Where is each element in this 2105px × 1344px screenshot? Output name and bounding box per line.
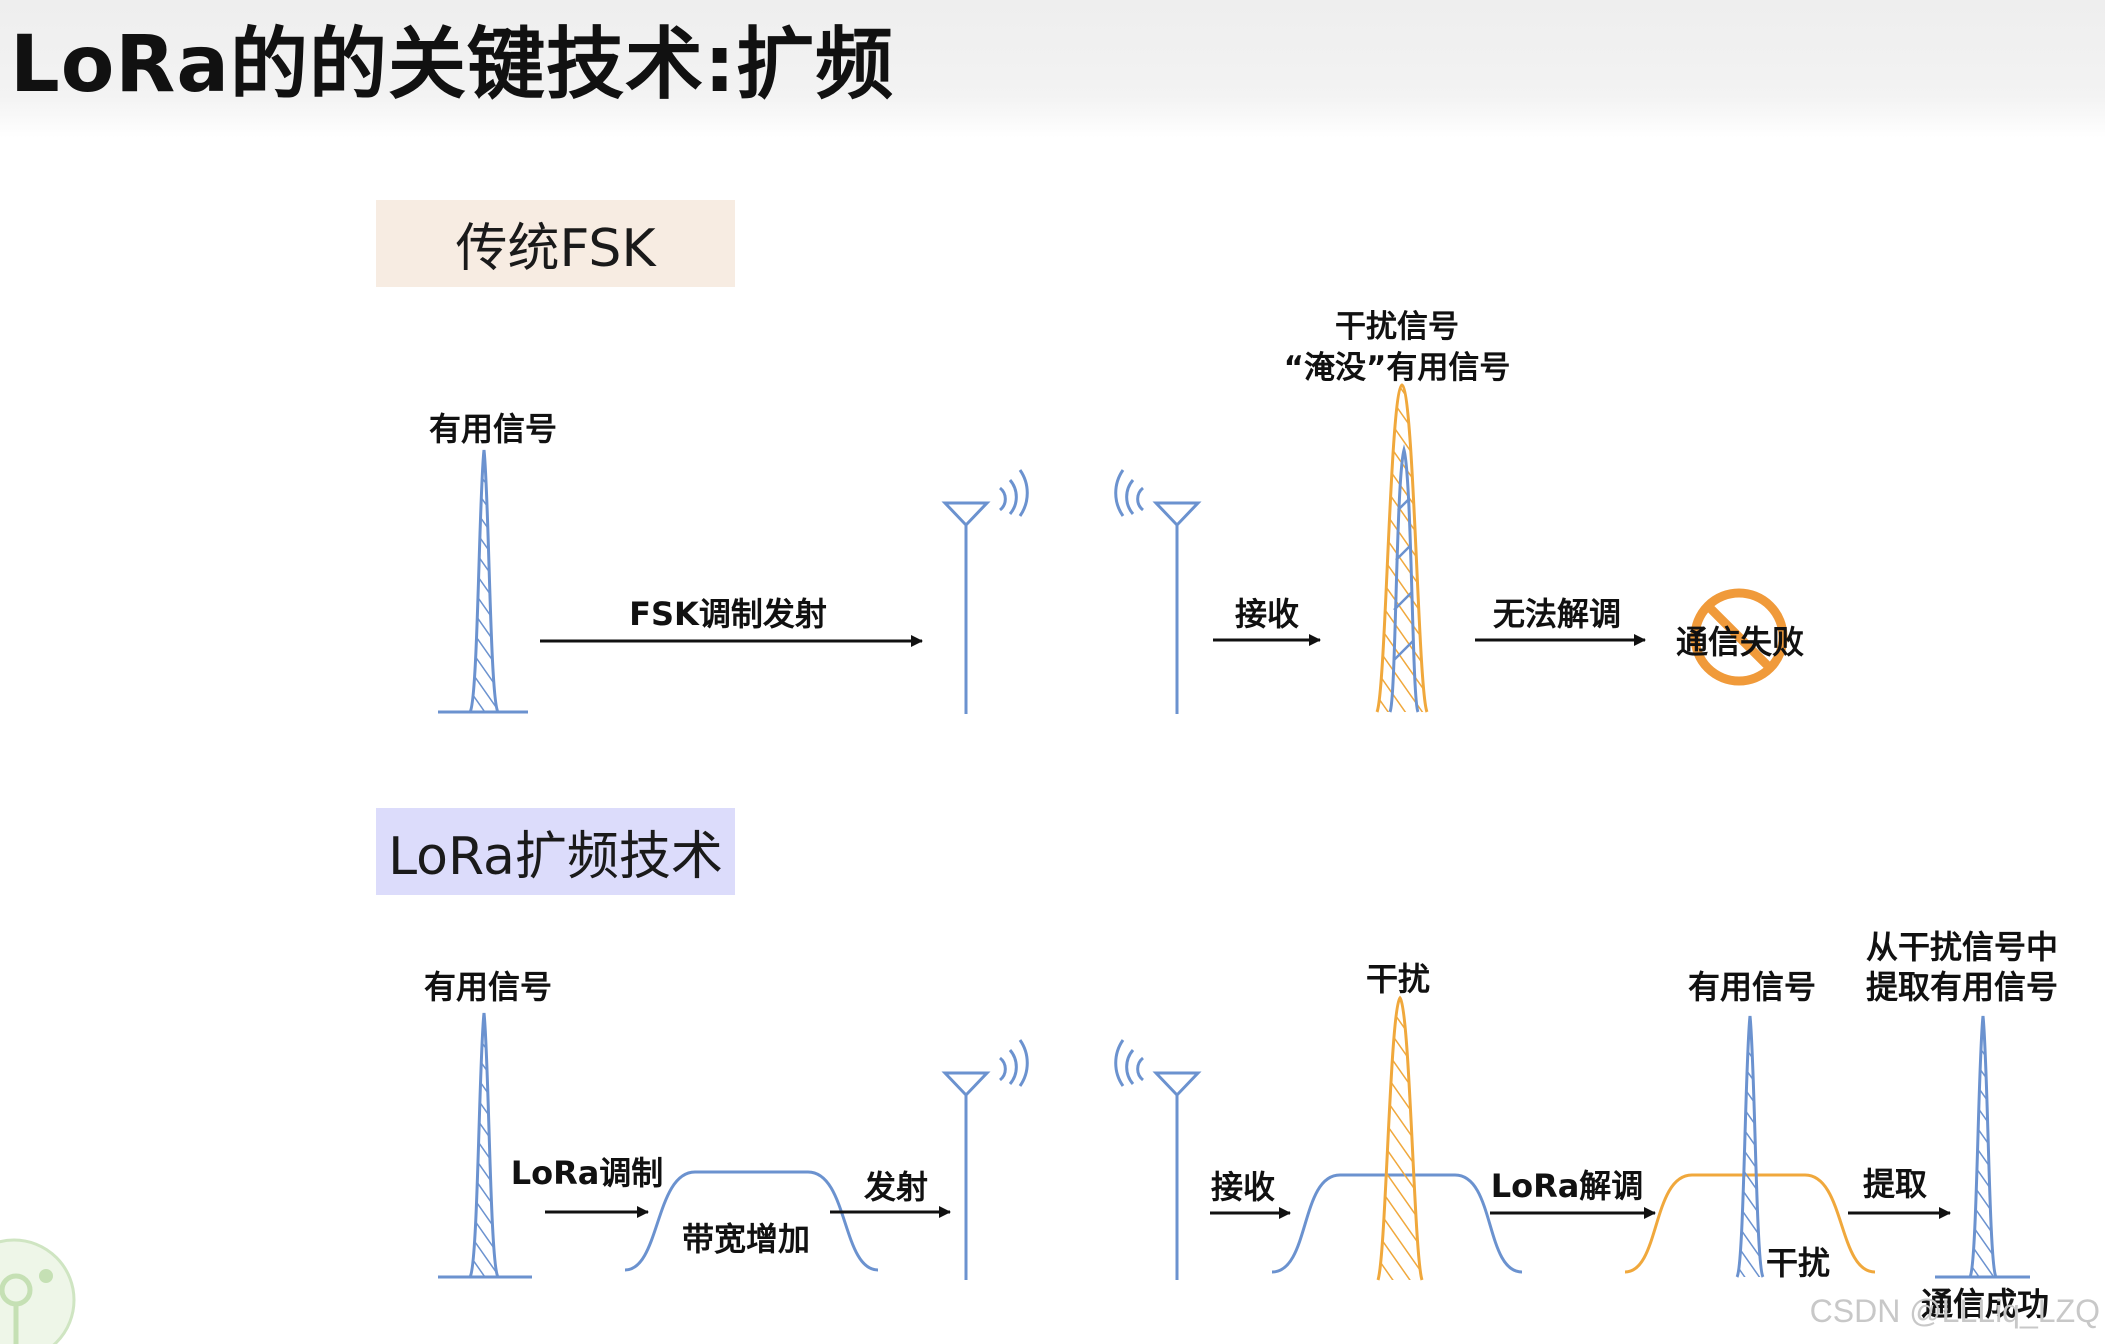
fsk-modulate-label: FSK调制发射: [629, 595, 827, 633]
lora-transmit-label: 发射: [864, 1168, 928, 1206]
lora-receive-label: 接收: [1211, 1168, 1275, 1206]
fsk-fail-label: 通信失败: [1676, 623, 1804, 661]
title-bar: LoRa的的关键技术:扩频: [0, 0, 2105, 138]
lora-modulate-label: LoRa调制: [511, 1154, 664, 1192]
page-title: LoRa的的关键技术:扩频: [10, 20, 895, 110]
fsk-receive-antenna-icon: [1114, 469, 1202, 714]
logo-icon: [0, 1238, 76, 1344]
lora-interference-peak: [1376, 995, 1424, 1281]
fsk-interference-label-1: 干扰信号: [1335, 309, 1459, 345]
lora-success-label: 通信成功: [1921, 1285, 2049, 1323]
lora-extract-caption-2: 提取有用信号: [1866, 968, 2058, 1006]
fsk-interference-peak: [1375, 383, 1429, 713]
lora-interference-label-2: 干扰: [1766, 1244, 1830, 1282]
lora-useful-signal-label-2: 有用信号: [1688, 968, 1816, 1006]
fsk-transmit-antenna-icon: [941, 469, 1029, 714]
fsk-useful-signal-peak: [438, 449, 528, 714]
fsk-interference-label-2: “淹没”有用信号: [1284, 350, 1511, 386]
lora-extract-caption-1: 从干扰信号中: [1866, 928, 2058, 966]
lora-extracted-signal-peak: [1935, 1015, 2030, 1279]
lora-useful-signal-peak: [438, 1012, 532, 1279]
lora-bandwidth-label: 带宽增加: [682, 1220, 810, 1258]
lora-section-label: LoRa扩频技术: [376, 808, 735, 895]
lora-demod-label: LoRa解调: [1491, 1167, 1644, 1205]
watermark: CSDN @LLLiq_LZQ: [1810, 1293, 2100, 1329]
fsk-section-label: 传统FSK: [376, 200, 735, 287]
fsk-demod-label: 无法解调: [1493, 595, 1621, 633]
fsk-drowned-useful-signal: [1388, 444, 1420, 713]
lora-spread-signal: [624, 1170, 879, 1272]
lora-useful-signal-label: 有用信号: [424, 968, 552, 1006]
lora-interference-label: 干扰: [1366, 960, 1430, 998]
forbidden-icon: [1690, 588, 1788, 686]
lora-transmit-antenna-icon: [941, 1039, 1029, 1280]
fsk-useful-signal-label: 有用信号: [429, 410, 557, 448]
lora-receive-antenna-icon: [1114, 1039, 1202, 1280]
fsk-receive-label: 接收: [1235, 595, 1299, 633]
lora-despread-useful-peak: [1735, 1015, 1765, 1278]
lora-extract-label: 提取: [1863, 1165, 1927, 1203]
